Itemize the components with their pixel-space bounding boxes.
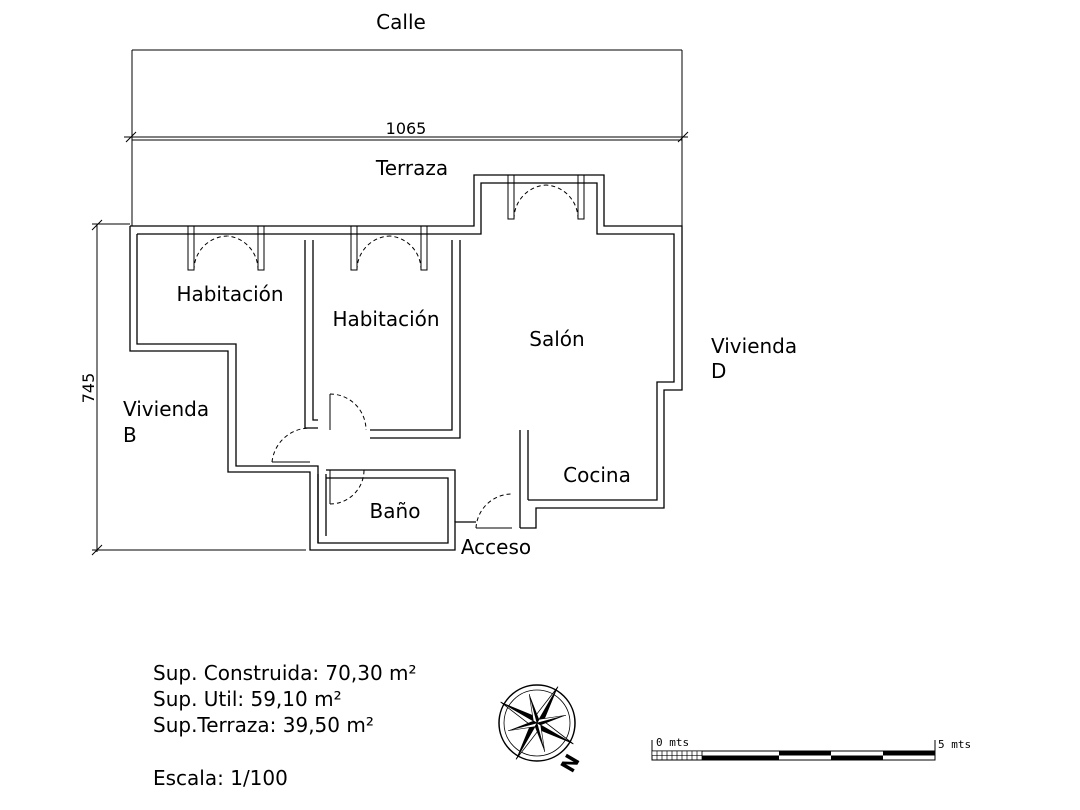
terrace-surface: Sup.Terraza: 39,50 m² xyxy=(153,713,374,737)
neighbor-b-label-line2: B xyxy=(123,423,137,447)
living-room-label: Salón xyxy=(529,327,584,351)
door-hall-bedroom xyxy=(329,393,367,431)
door-entrance xyxy=(475,493,513,529)
scale-end-label: 5 mts xyxy=(938,738,971,751)
door-bathroom xyxy=(329,469,365,505)
scale-bar xyxy=(651,740,936,761)
door-hall-left xyxy=(271,427,311,463)
kitchen-label: Cocina xyxy=(563,463,631,487)
surface-summary: Sup. Construida: 70,30 m² Sup. Util: 59,… xyxy=(153,660,417,738)
street-label: Calle xyxy=(376,10,426,34)
width-dimension: 1065 xyxy=(386,119,427,138)
terrace-label: Terraza xyxy=(375,156,448,180)
door-bedroom-1 xyxy=(187,225,265,271)
interior-walls xyxy=(304,240,529,543)
scale-text: Escala: 1/100 xyxy=(153,766,288,790)
neighbor-d-label-line1: Vivienda xyxy=(711,334,797,358)
terrace-outline xyxy=(131,49,683,226)
neighbor-d-label-line2: D xyxy=(711,359,726,383)
bedroom-2-label: Habitación xyxy=(332,307,439,331)
bathroom-label: Baño xyxy=(370,499,421,523)
door-bedroom-2 xyxy=(350,225,428,271)
access-label: Acceso xyxy=(461,535,531,559)
depth-dimension-line xyxy=(91,219,306,556)
bedroom-1-label: Habitación xyxy=(176,282,283,306)
door-living-room xyxy=(507,174,585,220)
exterior-walls xyxy=(129,174,683,551)
width-dimension-line xyxy=(124,131,689,143)
depth-dimension: 745 xyxy=(79,373,98,404)
built-surface: Sup. Construida: 70,30 m² xyxy=(153,661,417,685)
compass-rose-icon xyxy=(498,684,576,762)
neighbor-b-label-line1: Vivienda xyxy=(123,397,209,421)
useful-surface: Sup. Util: 59,10 m² xyxy=(153,687,342,711)
scale-start-label: 0 mts xyxy=(656,736,689,749)
